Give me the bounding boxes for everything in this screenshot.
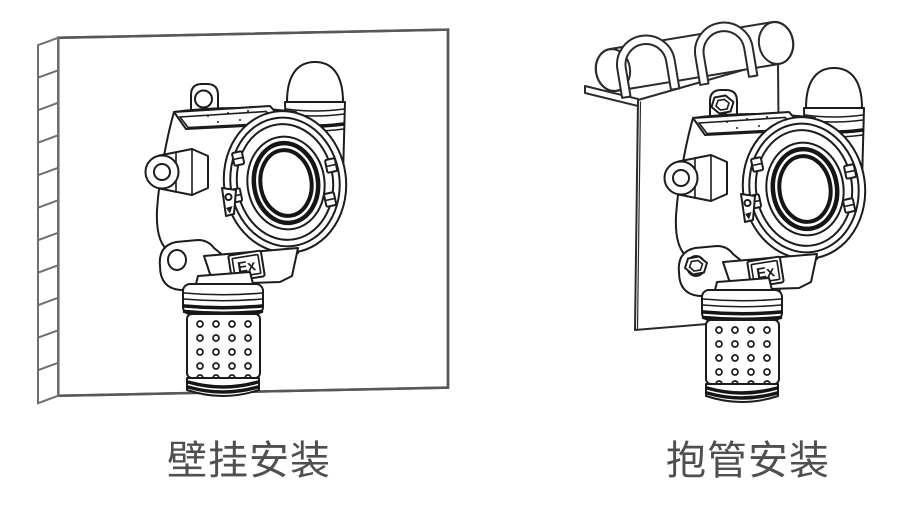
wall-corner-joints bbox=[37, 69, 59, 372]
pipe-strap-left bbox=[616, 34, 681, 99]
detector-wall-instance bbox=[146, 62, 356, 396]
lug-bolt-top bbox=[710, 94, 735, 115]
pipe-strap-right bbox=[694, 21, 759, 86]
figure-wall-mount: 壁挂安装 bbox=[37, 28, 450, 483]
detector-pipe-instance bbox=[665, 68, 875, 402]
caption-wall-mount: 壁挂安装 bbox=[167, 439, 331, 483]
figure-pipe-mount: 抱管安装 bbox=[584, 20, 875, 483]
lug-bolt-bottom bbox=[684, 255, 708, 276]
caption-pipe-mount: 抱管安装 bbox=[666, 439, 830, 483]
